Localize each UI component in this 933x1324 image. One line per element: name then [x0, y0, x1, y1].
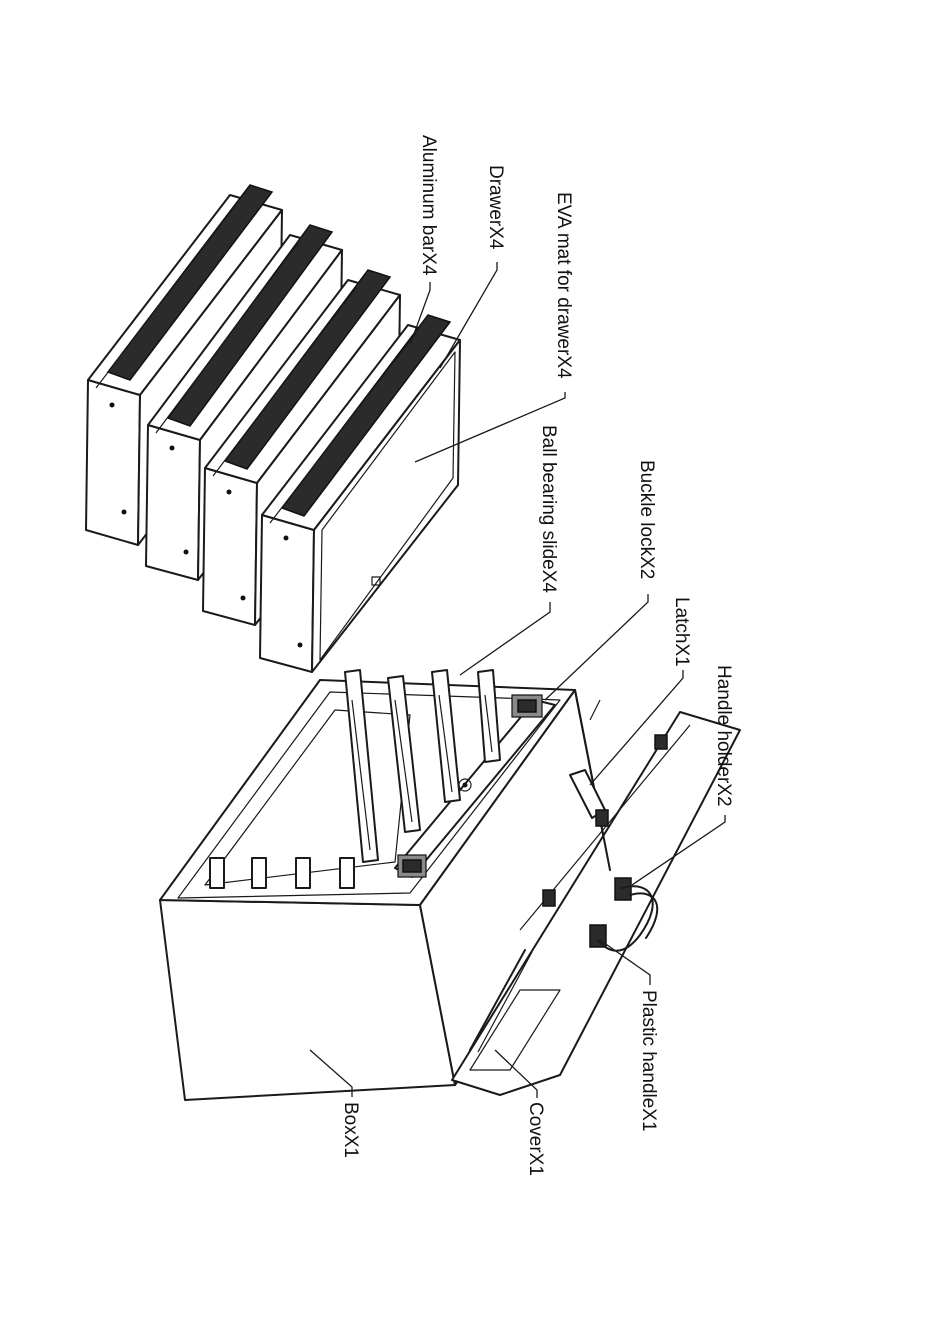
label-cover: CoverX1: [525, 1102, 546, 1176]
handle-holder-1: [615, 878, 631, 900]
label-buckle-lock: Buckle lockX2: [636, 460, 657, 579]
label-aluminum-bar: Aluminum barX4: [418, 135, 439, 276]
label-drawer: DrawerX4: [485, 165, 506, 250]
handle-holder-2: [590, 925, 606, 947]
drawers: [86, 185, 460, 672]
label-box: BoxX1: [340, 1102, 361, 1158]
label-eva-mat: EVA mat for drawerX4: [553, 192, 574, 379]
label-ball-bearing-slide: Ball bearing slideX4: [538, 425, 559, 593]
label-plastic-handle: Plastic handleX1: [638, 990, 659, 1132]
label-latch: LatchX1: [671, 597, 692, 667]
label-handle-holder: Handle holderX2: [713, 665, 734, 807]
